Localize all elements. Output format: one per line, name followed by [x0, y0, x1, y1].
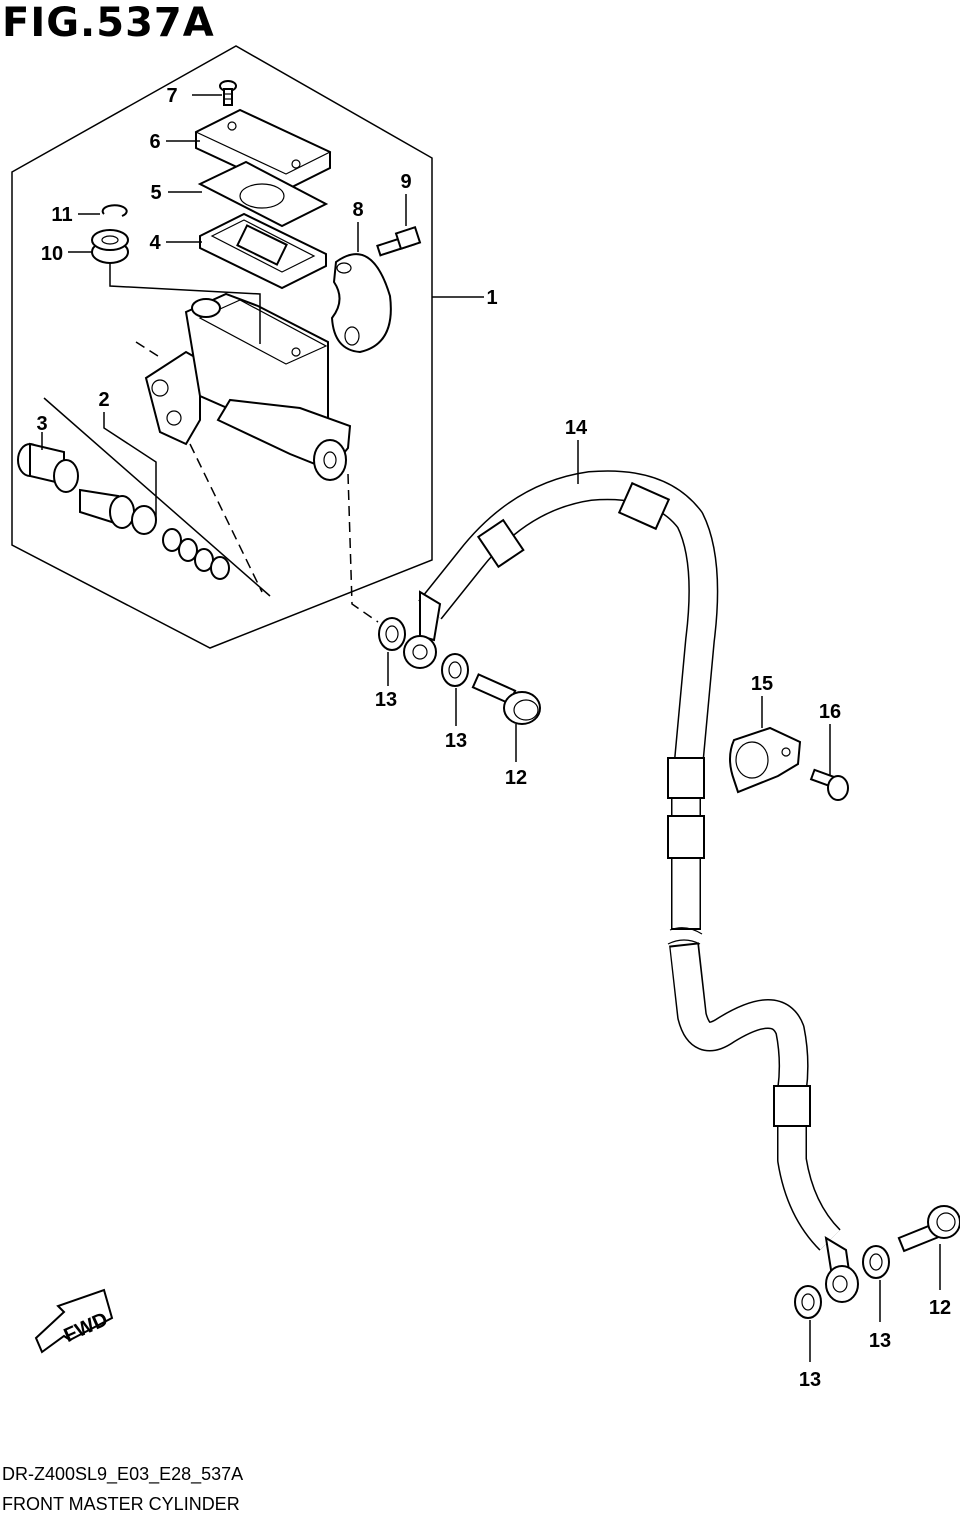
part-12-banjo-bolt-b[interactable] [897, 1205, 960, 1253]
part-13-washer-d[interactable] [794, 1285, 822, 1319]
callout-13-b: 13 [445, 730, 467, 752]
callout-12-a: 12 [505, 767, 527, 789]
dashed-guide-13 [347, 473, 379, 623]
part-8-clamp[interactable] [330, 253, 392, 354]
part-6-reservoir-cap[interactable] [194, 108, 332, 192]
callout-7: 7 [166, 85, 177, 107]
dashed-axis-1 [135, 341, 159, 357]
leader-2-bracket [43, 397, 271, 597]
callout-2: 2 [98, 389, 109, 411]
part-15-hose-clamp[interactable] [729, 726, 802, 794]
callout-5: 5 [150, 182, 161, 204]
callout-13-c: 13 [869, 1330, 891, 1352]
leader-10 [109, 262, 261, 344]
fwd-arrow-icon: FWD [34, 1288, 114, 1354]
part-11-circlip[interactable] [101, 204, 128, 217]
part-13-washer-c[interactable] [862, 1245, 890, 1279]
callout-6: 6 [149, 131, 160, 153]
callout-9: 9 [400, 171, 411, 193]
master-cylinder-body[interactable] [144, 292, 352, 481]
callout-13-d: 13 [799, 1369, 821, 1391]
callout-12-b: 12 [929, 1297, 951, 1319]
callout-4: 4 [149, 232, 161, 254]
part-2-piston-assembly[interactable] [79, 488, 230, 580]
callout-13-a: 13 [375, 689, 397, 711]
part-4-diaphragm[interactable] [199, 212, 327, 290]
part-13-washer-b[interactable] [441, 653, 469, 687]
part-13-washer-a[interactable] [378, 617, 406, 651]
part-3-piston-cup[interactable] [17, 442, 79, 493]
figure-title: FIG.537A [2, 0, 215, 46]
callout-11: 11 [51, 204, 72, 226]
part-16-clamp-screw[interactable] [809, 768, 849, 801]
part-5-diaphragm-plate[interactable] [197, 160, 329, 228]
callout-15: 15 [751, 673, 773, 695]
part-12-banjo-bolt-a[interactable] [471, 673, 541, 725]
part-9-clamp-bolt[interactable] [376, 226, 422, 257]
part-7-screw[interactable] [219, 80, 237, 106]
callout-10: 10 [41, 243, 63, 265]
callout-16: 16 [819, 701, 841, 723]
callout-8: 8 [352, 199, 363, 221]
dashed-axis-2 [189, 443, 263, 593]
leader-2 [103, 412, 157, 520]
callout-14: 14 [565, 417, 588, 439]
part-10-boot[interactable] [91, 229, 129, 264]
part-14-brake-hose[interactable] [403, 470, 859, 1303]
callout-1: 1 [486, 287, 497, 309]
model-code: DR-Z400SL9_E03_E28_537A [2, 1464, 244, 1484]
figure-caption: FRONT MASTER CYLINDER [2, 1494, 240, 1514]
assembly-outline [11, 45, 433, 649]
callout-3: 3 [36, 413, 47, 435]
